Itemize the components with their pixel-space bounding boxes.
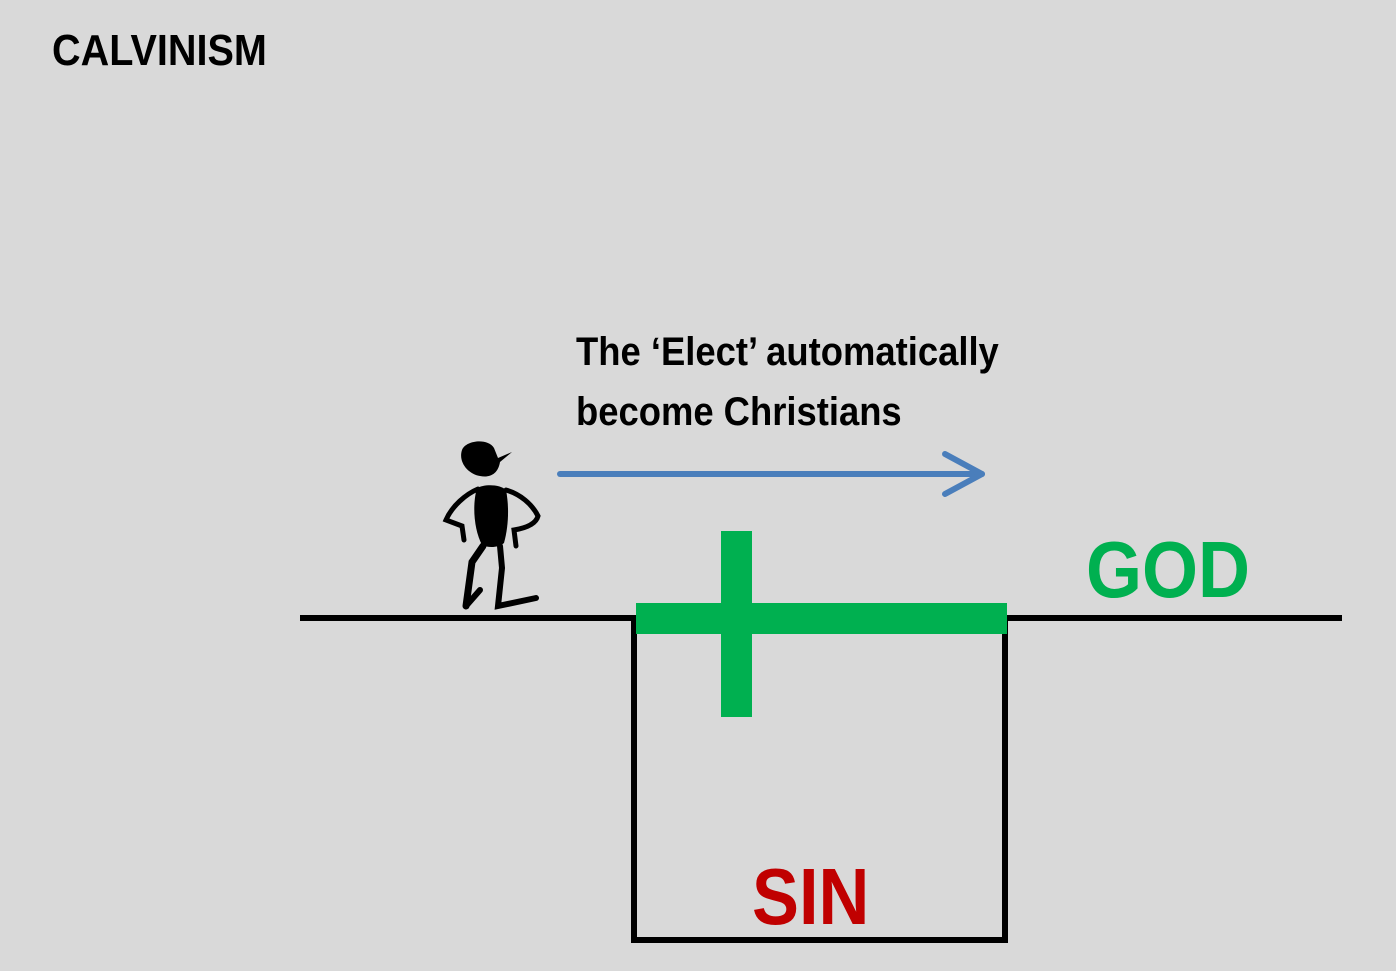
person-figure-icon bbox=[442, 441, 541, 610]
sin-label: SIN bbox=[752, 852, 870, 941]
page-title: CALVINISM bbox=[52, 26, 267, 75]
arrow-right-icon bbox=[557, 451, 985, 497]
sin-pit bbox=[631, 618, 1008, 943]
caption-line-1: The ‘Elect’ automatically bbox=[576, 330, 999, 374]
god-label: GOD bbox=[1086, 525, 1251, 614]
elect-caption: The ‘Elect’ automatically become Christi… bbox=[576, 322, 999, 442]
caption-line-2: become Christians bbox=[576, 390, 902, 434]
cross-icon bbox=[636, 531, 1007, 717]
